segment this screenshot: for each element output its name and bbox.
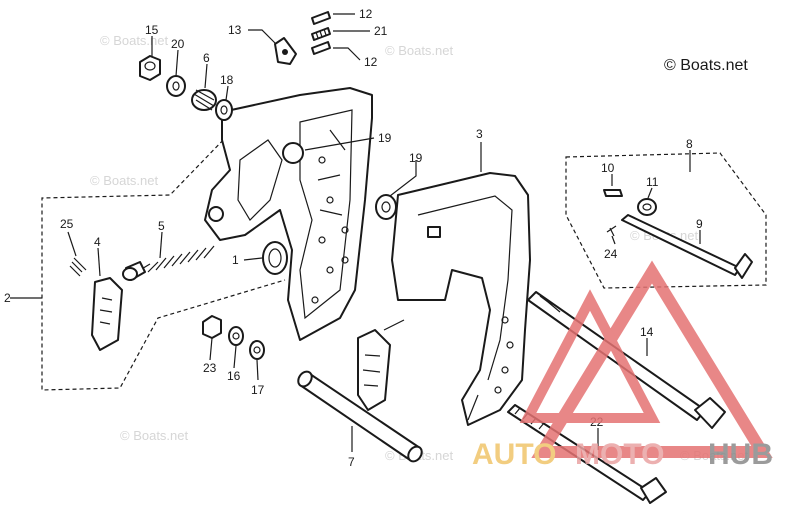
pin-24 [606, 225, 617, 237]
callout-24: 24 [604, 247, 618, 261]
bushing-11 [637, 198, 657, 216]
watermark-text: © Boats.net [100, 33, 169, 48]
callout-16: 16 [227, 369, 241, 383]
stern-bracket-right [391, 172, 531, 426]
spring-25 [69, 257, 87, 277]
callout-21: 21 [374, 24, 388, 38]
callout-19-left: 19 [378, 131, 392, 145]
callout-4: 4 [94, 235, 101, 249]
leader-lines [10, 13, 701, 452]
tilt-lever-rod [621, 214, 753, 279]
clamp-screw-right [357, 319, 405, 411]
callout-12-bottom: 12 [364, 55, 378, 69]
group-box-2 [41, 134, 286, 391]
logo-triangle-inner [519, 289, 661, 423]
callout-6: 6 [203, 51, 210, 65]
watermark-text: © Boats.net [90, 173, 159, 188]
callout-11: 11 [646, 175, 659, 189]
tilt-shaft [297, 370, 423, 463]
callout-23: 23 [203, 361, 217, 375]
callout-5: 5 [158, 219, 165, 233]
group-box-8 [565, 152, 767, 289]
watermark-text: © Boats.net [385, 43, 454, 58]
logo-triangle-outer [531, 260, 773, 458]
spring-6 [191, 89, 217, 111]
callout-8: 8 [686, 137, 693, 151]
washer-16 [228, 326, 244, 346]
callout-20: 20 [171, 37, 185, 51]
callout-2: 2 [4, 291, 11, 305]
callout-1: 1 [232, 253, 239, 267]
tilt-spring [122, 245, 215, 281]
washer-20 [166, 75, 186, 97]
callout-9: 9 [696, 217, 703, 231]
pin-12-bottom [311, 41, 331, 55]
callout-18: 18 [220, 73, 234, 87]
callout-17: 17 [251, 383, 265, 397]
stern-bracket-left [204, 87, 373, 341]
callout-7: 7 [348, 455, 355, 469]
copyright-text: © Boats.net [664, 57, 748, 74]
callout-14: 14 [640, 325, 654, 339]
nut-15 [139, 55, 161, 81]
spacer-disc [262, 241, 288, 275]
logo-text-moto: MOTO [575, 438, 664, 471]
logo-text-auto: AUTO [472, 438, 556, 471]
watermark-text: © Boats.net [120, 428, 189, 443]
callout-10: 10 [601, 161, 615, 175]
callout-15: 15 [145, 23, 159, 37]
washer-19-right [375, 194, 397, 220]
clip-13 [274, 37, 297, 65]
logo-text-hub: HUB [708, 438, 773, 471]
callout-19-right: 19 [409, 151, 423, 165]
callout-12-top: 12 [359, 7, 373, 21]
callout-25: 25 [60, 217, 74, 231]
pin-10 [603, 189, 623, 197]
clamp-screw-left [91, 277, 123, 351]
callout-3: 3 [476, 127, 483, 141]
washer-17 [249, 340, 265, 360]
washer-18 [215, 99, 233, 121]
callout-13: 13 [228, 23, 242, 37]
nut-23 [202, 315, 222, 339]
pin-12-top [311, 11, 331, 25]
automotohub-logo: AUTO MOTO HUB [472, 260, 773, 471]
spring-pin-21 [311, 27, 331, 41]
